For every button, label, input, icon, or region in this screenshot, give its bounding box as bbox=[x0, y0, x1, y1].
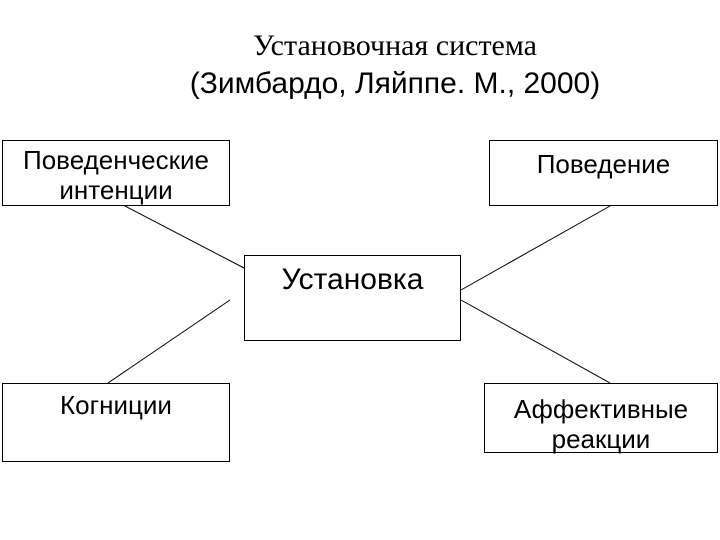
diagram-source: (Зимбардо, Ляйппе. М., 2000) bbox=[189, 67, 601, 100]
node-label: Поведение bbox=[536, 149, 671, 179]
node-behavior: Поведение bbox=[489, 140, 718, 206]
node-label: интенции bbox=[59, 175, 173, 205]
node-attitude: Установка bbox=[244, 255, 461, 341]
connector-attitude-behavior bbox=[460, 205, 611, 291]
node-cognitions: Когниции bbox=[2, 383, 230, 462]
node-behavioral-intentions: Поведенческие интенции bbox=[2, 140, 230, 206]
node-label: Поведенческие bbox=[23, 145, 209, 175]
connector-attitude-intentions bbox=[124, 205, 245, 269]
node-label: Установка bbox=[281, 263, 424, 296]
diagram-title: Установочная система bbox=[253, 29, 537, 62]
connector-attitude-cognitions bbox=[107, 299, 231, 384]
node-label: Когниции bbox=[60, 390, 172, 420]
node-label: Аффективные bbox=[513, 394, 689, 424]
node-affective-reactions: Аффективные реакции bbox=[484, 383, 718, 454]
connector-attitude-affect bbox=[460, 299, 611, 384]
node-label: реакции bbox=[551, 424, 651, 454]
